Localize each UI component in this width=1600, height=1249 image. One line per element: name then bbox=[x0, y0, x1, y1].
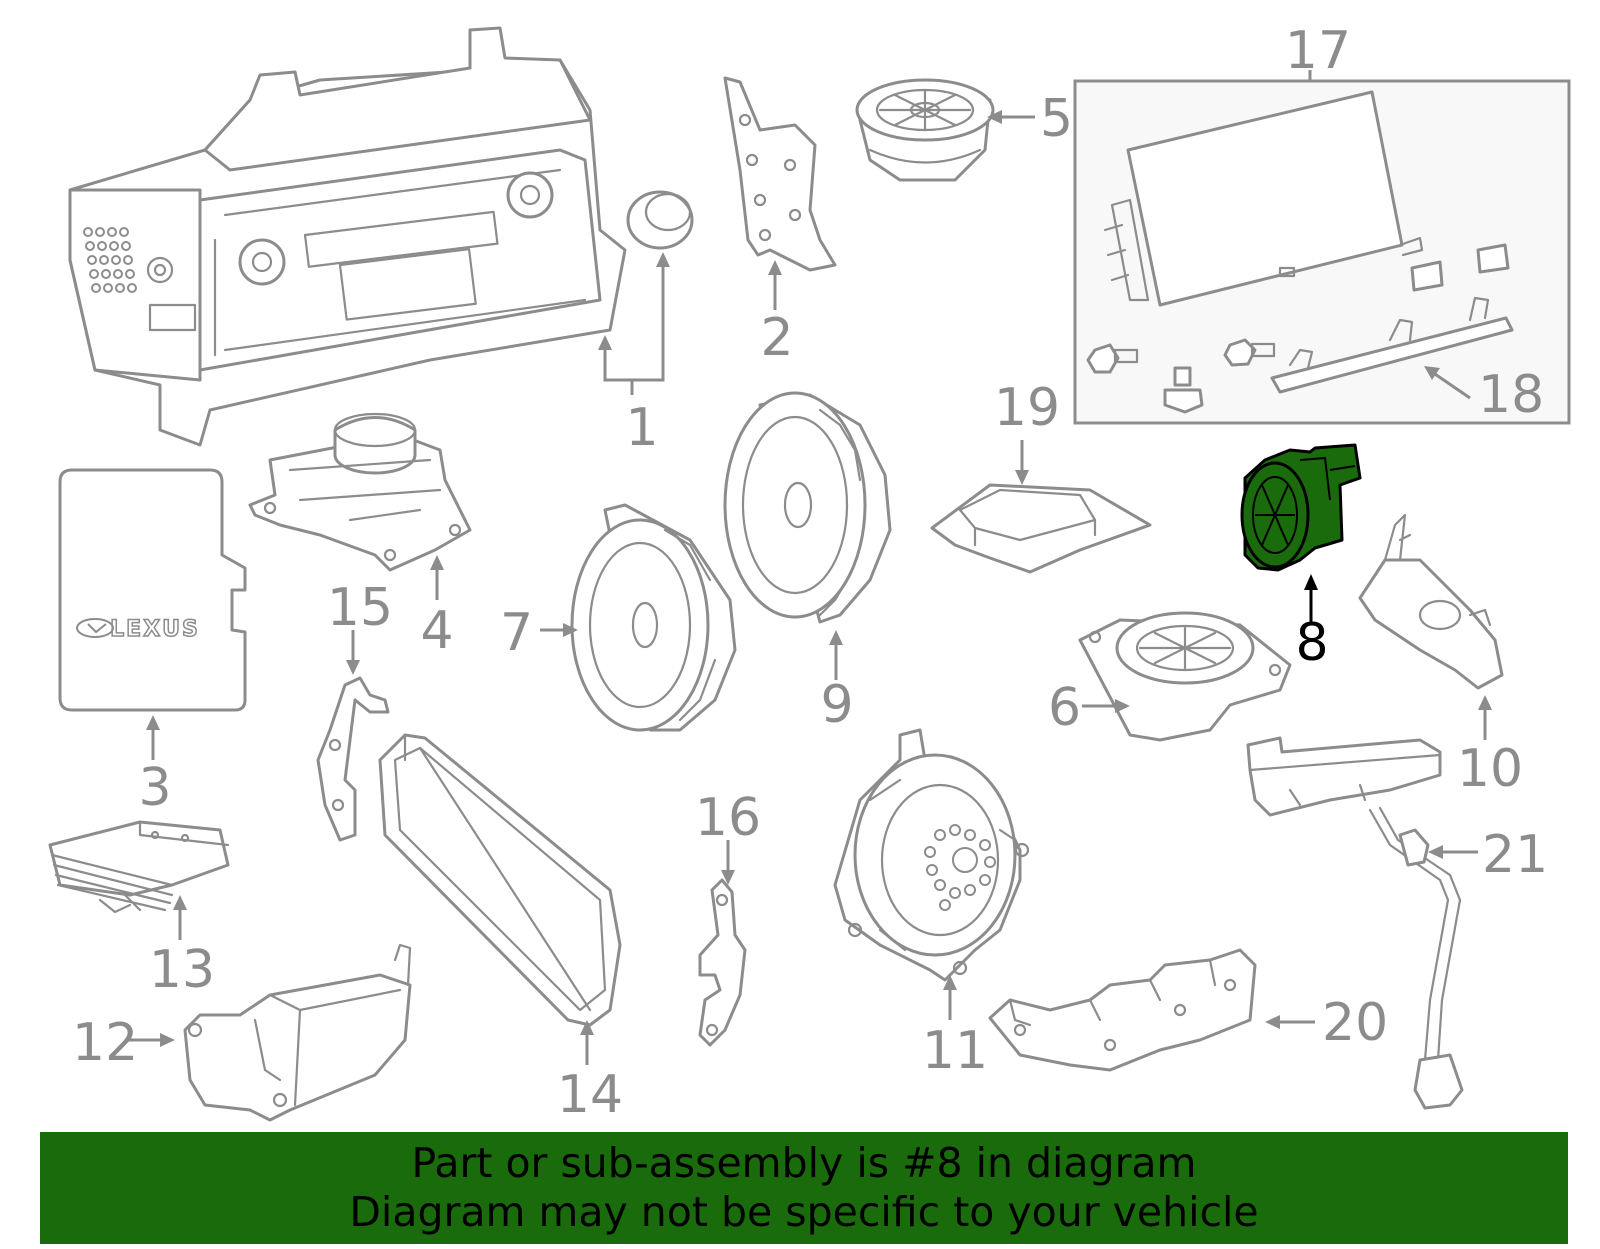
part-1-audio-head-unit bbox=[68, 26, 627, 447]
callout-18: 18 bbox=[1478, 365, 1544, 425]
info-banner: Part or sub-assembly is #8 in diagram Di… bbox=[40, 1132, 1568, 1244]
part-17-screws bbox=[1086, 338, 1276, 414]
callout-4: 4 bbox=[420, 601, 453, 661]
part-19-module bbox=[930, 483, 1152, 574]
part-16-bracket bbox=[698, 878, 747, 1047]
speaker-perforation bbox=[924, 824, 996, 911]
part-6-speaker bbox=[1078, 611, 1292, 742]
leader-18 bbox=[1431, 370, 1471, 400]
part-1-knob bbox=[626, 190, 694, 250]
callout-6: 6 bbox=[1048, 678, 1081, 738]
vent-grid bbox=[83, 227, 137, 293]
callout-9: 9 bbox=[820, 675, 853, 735]
banner-background bbox=[40, 1132, 1568, 1244]
part-13-module bbox=[48, 820, 230, 914]
part-7-speaker bbox=[570, 503, 737, 732]
callout-16: 16 bbox=[695, 788, 761, 848]
leader-1 bbox=[598, 252, 670, 395]
callout-14: 14 bbox=[557, 1065, 623, 1125]
part-20-bracket bbox=[988, 948, 1257, 1072]
callout-8: 8 bbox=[1295, 613, 1328, 673]
lexus-wordmark: LEXUS bbox=[110, 617, 200, 642]
part-8-speaker-highlighted bbox=[1240, 443, 1362, 572]
callout-2: 2 bbox=[760, 308, 793, 368]
callout-21: 21 bbox=[1482, 825, 1548, 885]
lexus-logo-badge: LEXUS bbox=[76, 616, 200, 643]
callout-5: 5 bbox=[1040, 89, 1073, 149]
callout-10: 10 bbox=[1457, 739, 1523, 799]
callout-7: 7 bbox=[500, 603, 533, 663]
part-18-rail bbox=[1270, 296, 1514, 394]
banner-line-1: Part or sub-assembly is #8 in diagram bbox=[411, 1139, 1197, 1187]
part-17-display bbox=[1103, 90, 1510, 307]
part-15-bracket bbox=[316, 676, 390, 842]
banner-line-2: Diagram may not be specific to your vehi… bbox=[349, 1188, 1259, 1236]
callout-3: 3 bbox=[138, 758, 171, 818]
part-14-amplifier bbox=[378, 733, 622, 1027]
part-5-speaker bbox=[855, 78, 995, 182]
callout-20: 20 bbox=[1322, 993, 1388, 1053]
part-12-module bbox=[183, 943, 412, 1122]
callout-17: 17 bbox=[1285, 21, 1351, 81]
callout-12: 12 bbox=[72, 1013, 138, 1073]
part-21-harness bbox=[1246, 736, 1464, 1110]
part-11-speaker bbox=[833, 728, 1030, 982]
callout-11: 11 bbox=[922, 1021, 988, 1081]
part-2-bracket bbox=[723, 76, 837, 272]
part-4-controller bbox=[248, 412, 472, 572]
part-9-speaker bbox=[723, 391, 892, 624]
callout-19: 19 bbox=[994, 378, 1060, 438]
callout-15: 15 bbox=[327, 578, 393, 638]
part-3-card: LEXUS bbox=[58, 468, 247, 712]
callout-13: 13 bbox=[149, 940, 215, 1000]
part-10-bracket bbox=[1358, 513, 1504, 690]
callout-1: 1 bbox=[625, 398, 658, 458]
